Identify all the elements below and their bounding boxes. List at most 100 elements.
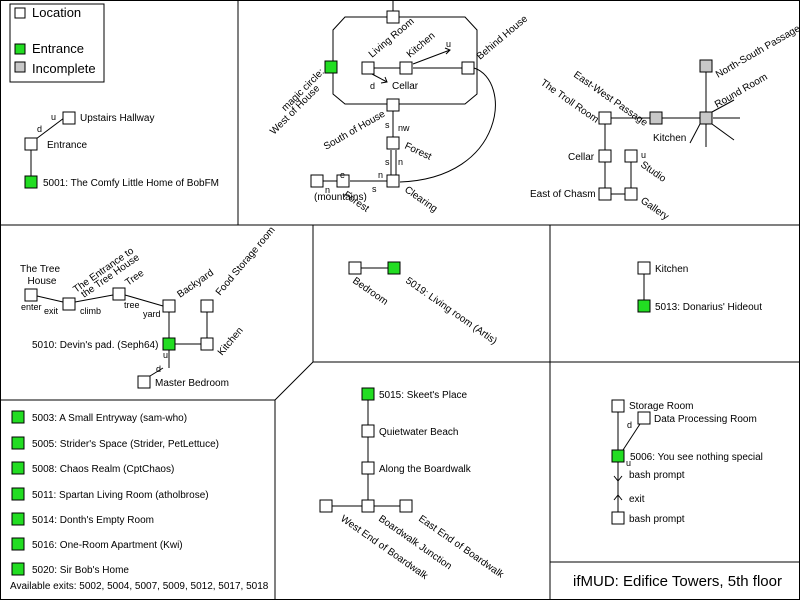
label-5015: 5015: Skeet's Place [379,390,468,401]
room-forest-b [336,174,350,188]
dir-d: d [37,124,42,134]
room-east-of-chasm [598,187,612,201]
panel-5013: Kitchen 5013: Donarius' Hideout [637,261,762,313]
label-zork-kitchen: Kitchen [653,133,686,144]
label-cellar: Cellar [392,81,419,92]
list-item: 5003: A Small Entryway (sam-who) [32,413,187,424]
dir-u: u [163,350,168,360]
room-quietwater-beach [361,424,375,438]
label-forest-a: Forest [403,141,434,163]
label-5013: 5013: Donarius' Hideout [655,302,762,313]
room-troll-room [598,111,612,125]
label-data-processing: Data Processing Room [654,414,757,425]
room-behind-house [461,61,475,75]
dir-d: d [370,81,375,91]
label-5006: 5006: You see nothing special [630,452,763,463]
room-kitchen [399,61,413,75]
list-item: 5005: Strider's Space (Strider, PetLettu… [32,439,219,450]
legend-swatch-entrance [14,43,26,55]
label-5010: 5010: Devin's pad. (Seph64) [32,340,158,351]
list-item: 5016: One-Room Apartment (Kwi) [32,540,183,551]
legend-swatch-location [14,7,26,19]
room-zork-kitchen [624,149,638,163]
room-entrance-tree [62,297,76,311]
room-round-room [699,111,713,125]
panel-5001: Upstairs Hallway Entrance 5001: The Comf… [24,111,219,189]
room-east-end [399,499,413,513]
room-kitchen-5013 [637,261,651,275]
room-storage [611,399,625,413]
entrance-list: 5003: A Small Entryway (sam-who) 5005: S… [10,410,269,592]
label-east-of-chasm: East of Chasm [530,189,596,200]
label-behind-house: Behind House [475,13,531,62]
legend-label-location: Location [32,5,81,20]
room-tree [112,287,126,301]
room-entrance [24,137,38,151]
list-item-swatch [11,537,25,551]
dir-u: u [446,39,451,49]
legend-swatch-incomplete [14,61,26,73]
room-5019 [387,261,401,275]
dir-e: e [340,170,345,180]
room-5006 [611,449,625,463]
legend-label-entrance: Entrance [32,41,84,56]
dir-d: d [156,364,161,374]
label-quietwater-beach: Quietwater Beach [379,427,459,438]
legend-label-incomplete: Incomplete [32,61,96,76]
label-tree-house-1: The Tree [20,264,60,275]
label-master-bedroom: Master Bedroom [155,378,229,389]
available-exits: Available exits: 5002, 5004, 5007, 5009,… [10,581,269,592]
room-boardwalk-junction [361,499,375,513]
room-south-of-house [386,98,400,112]
room-master-bedroom [137,375,151,389]
panel-5019: Bedroom 5019: Living room (Artis) [348,261,499,347]
dir-s: s [372,184,377,194]
dir-yard: yard [143,309,161,319]
list-item: 5014: Donth's Empty Room [32,515,154,526]
dir-s: s [385,157,390,167]
list-item-swatch [11,512,25,526]
dir-n: n [325,185,330,195]
room-gallery [624,187,638,201]
room-upstairs-hallway [62,111,76,125]
dir-u: u [626,458,631,468]
legend: Location Entrance Incomplete [9,3,105,83]
room-backyard [162,299,176,313]
room-data-processing [637,411,651,425]
label-5019: 5019: Living room (Artis) [403,275,499,346]
label-mountains: (mountains) [314,192,367,203]
list-item: 5011: Spartan Living Room (atholbrose) [32,490,209,501]
label-south-of-house: South of House [322,108,388,152]
list-item-swatch [11,562,25,576]
list-item: 5020: Sir Bob's Home [32,565,129,576]
label-backyard: Backyard [175,268,215,301]
label-cellar: Cellar [568,152,595,163]
room-bedroom [348,261,362,275]
room-magic-circle [324,60,338,74]
label-kitchen-5013: Kitchen [655,264,688,275]
label-clearing: Clearing [402,184,439,214]
panel-5015: 5015: Skeet's Place Quietwater Beach Alo… [319,387,506,583]
room-food-storage [200,299,214,313]
list-item: 5008: Chaos Realm (CptChaos) [32,464,174,475]
room-north-south-passage [699,59,713,73]
label-storage: Storage Room [629,401,693,412]
room-5015 [361,387,375,401]
room-cellar [598,149,612,163]
label-bedroom: Bedroom [350,275,390,307]
dir-exit: exit [44,306,59,316]
room-5013 [637,299,651,313]
label-upstairs-hallway: Upstairs Hallway [80,113,154,124]
dir-n: n [398,157,403,167]
label-5001: 5001: The Comfy Little Home of BobFM [43,178,219,189]
room-forest-a [386,136,400,150]
dir-u: u [641,150,646,160]
panel-5010: The Tree House The Entrance to the Tree … [20,225,278,389]
room-north [386,10,400,24]
room-mountains [310,174,324,188]
label-kitchen-5010: Kitchen [216,325,246,358]
panel-house: magic circle: West of House Living Room … [268,0,530,215]
dir-n: n [378,170,383,180]
label-north-south-passage: North-South Passage [714,23,800,81]
